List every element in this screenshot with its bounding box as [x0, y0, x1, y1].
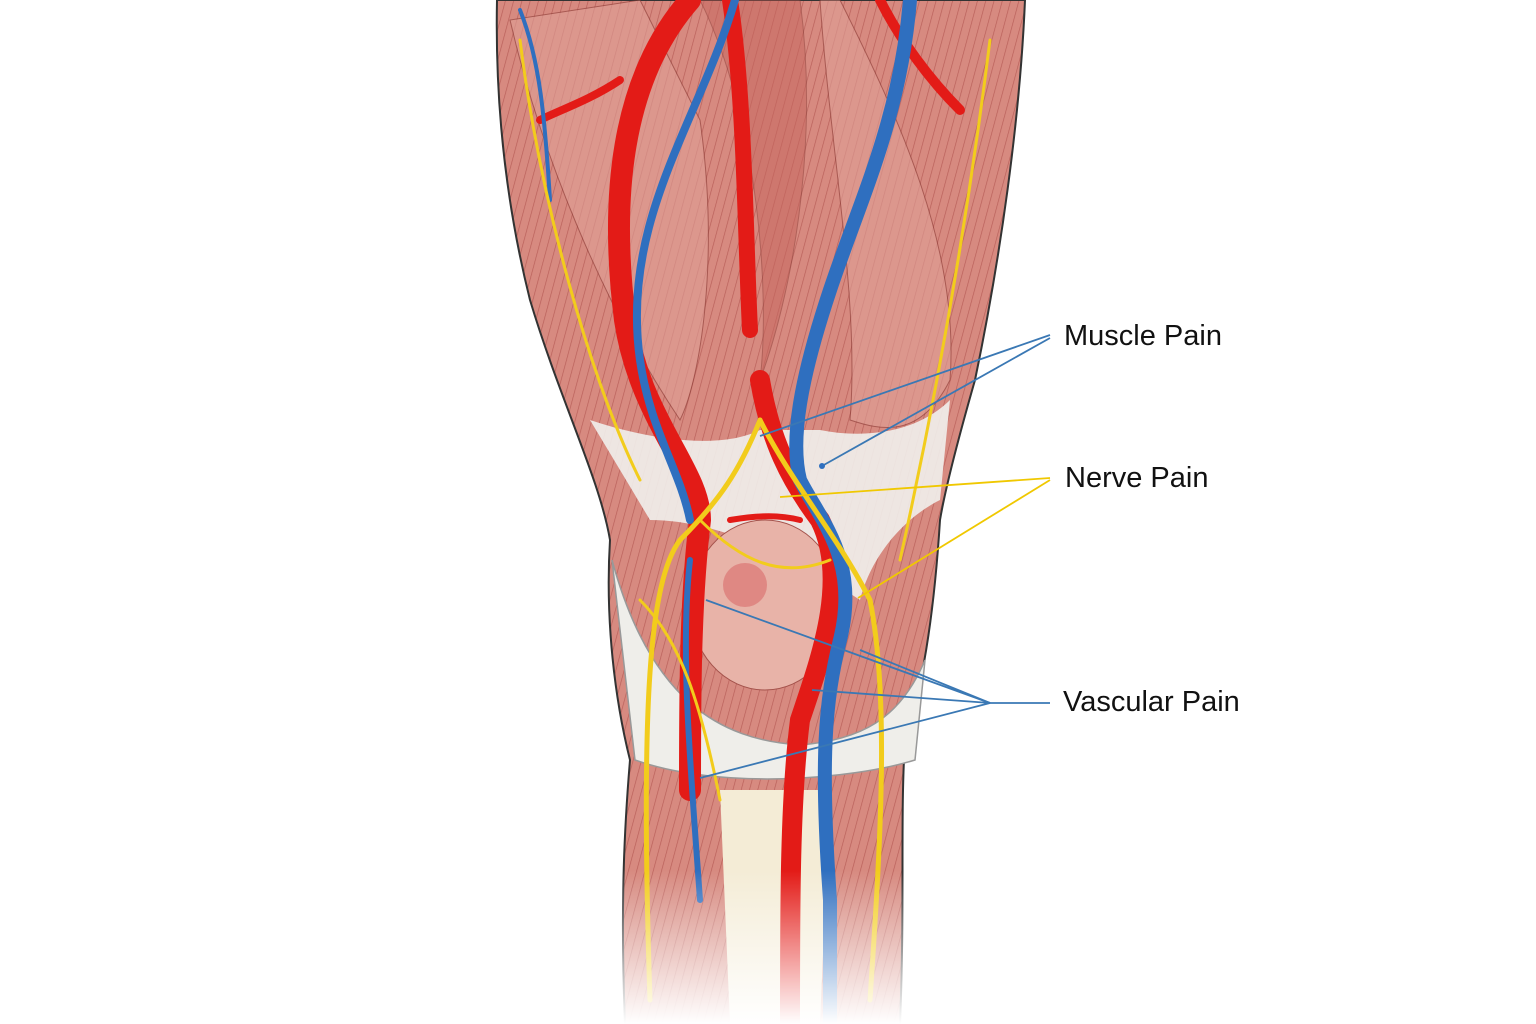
muscle-pain-label: Muscle Pain [1064, 320, 1222, 352]
nerve-pain-label: Nerve Pain [1065, 462, 1209, 494]
muscle-pointer-dot [819, 463, 825, 469]
muscle-pain-leaders [759, 334, 1051, 467]
vascular-pain-label: Vascular Pain [1063, 686, 1240, 718]
nerve-pain-leaders [779, 477, 1051, 599]
vascular-pain-leaders [699, 599, 1050, 779]
